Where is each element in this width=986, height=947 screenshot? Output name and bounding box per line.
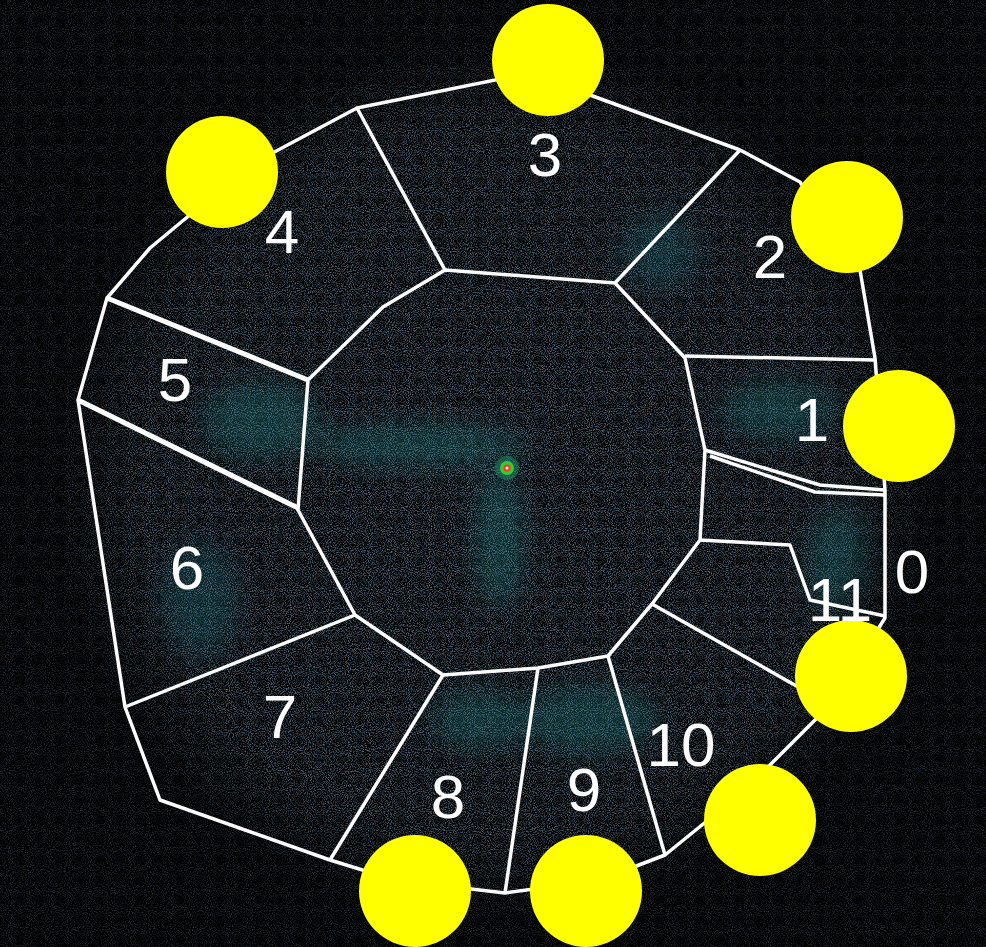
region-number: 4	[265, 201, 299, 263]
yellow-marker	[530, 835, 642, 947]
yellow-marker	[791, 161, 903, 273]
yellow-markers	[166, 4, 955, 947]
central-source	[495, 456, 519, 480]
region-number: 1	[795, 389, 829, 451]
region-divider	[78, 400, 298, 508]
region-number: 0	[895, 541, 929, 603]
region-number: 9	[567, 759, 601, 821]
region-divider	[330, 675, 443, 860]
source-glow	[500, 461, 514, 475]
region-number: 5	[158, 349, 192, 411]
inner-boundary	[298, 270, 705, 675]
region-number: 8	[431, 766, 465, 828]
yellow-marker	[492, 4, 604, 116]
source-halo	[495, 456, 519, 480]
region-divider	[107, 298, 308, 380]
yellow-marker	[795, 620, 907, 732]
region-number: 2	[753, 226, 787, 288]
region-number: 6	[170, 537, 204, 599]
region-divider	[357, 108, 445, 270]
region-outlines	[78, 73, 885, 893]
region-number: 3	[528, 124, 562, 186]
source-peak	[506, 467, 509, 470]
yellow-marker	[166, 116, 278, 228]
yellow-marker	[843, 370, 955, 482]
region-divider	[505, 668, 538, 893]
region-number: 11	[808, 569, 872, 631]
region-divider	[685, 356, 875, 360]
yellow-marker	[359, 835, 471, 947]
region-number: 10	[647, 714, 716, 776]
region-divider	[615, 150, 740, 283]
outer-boundary	[78, 73, 885, 893]
yellow-marker	[704, 764, 816, 876]
region-number: 7	[263, 686, 297, 748]
region-divider	[125, 615, 355, 707]
source-core	[504, 465, 511, 472]
